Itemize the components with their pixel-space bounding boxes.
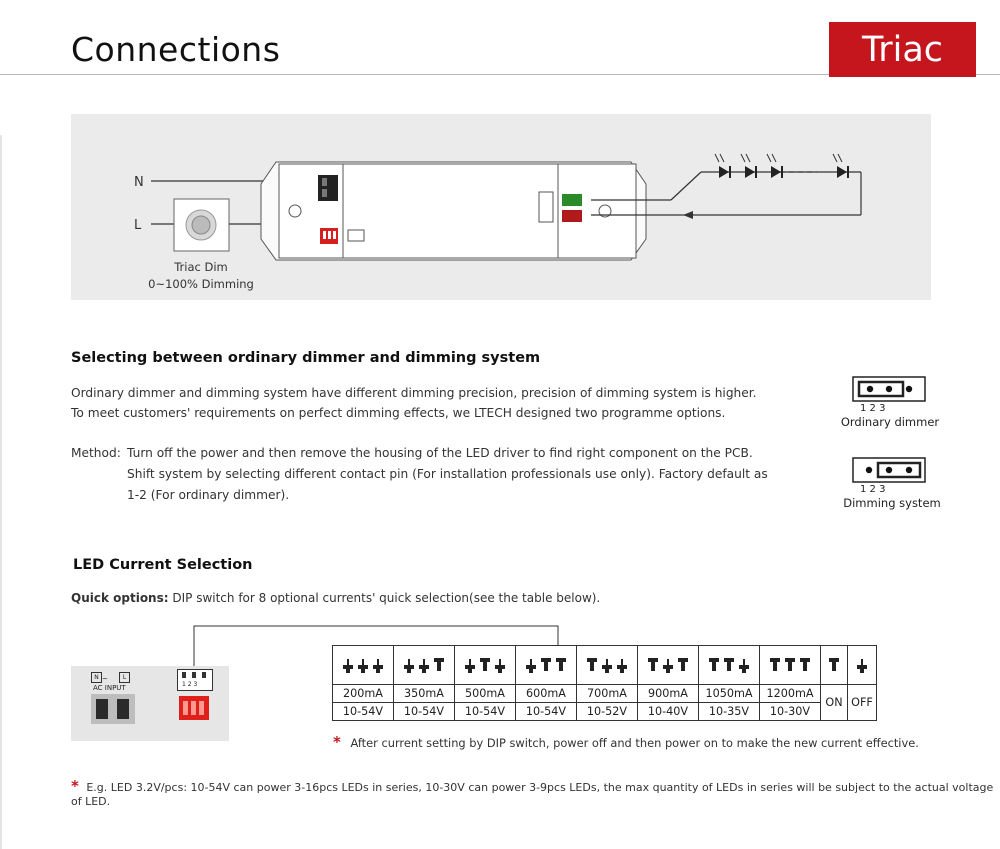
current-value: 1050mA bbox=[698, 684, 760, 703]
method-line-3: 1-2 (For ordinary dimmer). bbox=[127, 488, 290, 502]
panel-terminal-block bbox=[91, 694, 135, 724]
voltage-value: 10-54V bbox=[515, 702, 577, 721]
note-star-icon: * bbox=[333, 733, 341, 751]
dip-setting-cell bbox=[698, 645, 760, 685]
voltage-value: 10-40V bbox=[637, 702, 699, 721]
dip-setting-cell bbox=[515, 645, 577, 685]
dimming-system-label: Dimming system bbox=[843, 496, 941, 510]
dip-pointer-line bbox=[193, 625, 559, 666]
triac-dimmer-icon bbox=[173, 198, 230, 252]
dip-switch-on-driver bbox=[320, 228, 365, 244]
output-arrow-icon bbox=[683, 211, 693, 219]
n-terminal-label: N bbox=[134, 175, 144, 190]
ordinary-dimmer-pin-numbers: 1 2 3 bbox=[860, 403, 886, 414]
after-setting-note: * After current setting by DIP switch, p… bbox=[333, 733, 919, 751]
dip-setting-cell bbox=[393, 645, 455, 685]
voltage-value: 10-35V bbox=[698, 702, 760, 721]
dip-switch-row bbox=[332, 645, 877, 685]
panel-n-marker: N bbox=[91, 672, 102, 683]
dimmer-intro-line-1: Ordinary dimmer and dimming system have … bbox=[71, 386, 757, 400]
on-switch-symbol bbox=[820, 645, 848, 685]
led-string-icon bbox=[719, 166, 849, 178]
led-current-heading: LED Current Selection bbox=[73, 557, 253, 573]
dip-setting-cell bbox=[332, 645, 394, 685]
page-title: Connections bbox=[71, 30, 281, 69]
dimmer-selection-heading: Selecting between ordinary dimmer and di… bbox=[71, 350, 541, 366]
panel-red-dip-switch bbox=[179, 696, 209, 720]
quick-options-label: Quick options: bbox=[71, 591, 169, 605]
quick-options-text: Quick options: DIP switch for 8 optional… bbox=[71, 588, 600, 608]
voltage-value: 10-30V bbox=[759, 702, 821, 721]
dimmer-label: Triac Dim bbox=[173, 260, 228, 274]
example-note-text: E.g. LED 3.2V/pcs: 10-54V can power 3-16… bbox=[71, 781, 994, 808]
dimming-system-pin-numbers: 1 2 3 bbox=[860, 484, 886, 495]
led-light-rays bbox=[714, 153, 843, 163]
page-edge-line bbox=[0, 135, 2, 849]
example-star-icon: * bbox=[71, 777, 79, 795]
driver-panel-illustration: N ~ L AC INPUT 1 2 3 bbox=[71, 666, 229, 741]
panel-l-marker: L bbox=[119, 672, 130, 683]
method-label: Method: bbox=[71, 446, 121, 460]
dip-setting-cell bbox=[637, 645, 699, 685]
current-value: 200mA bbox=[332, 684, 394, 703]
voltage-value: 10-54V bbox=[332, 702, 394, 721]
method-text: Turn off the power and then remove the h… bbox=[127, 443, 787, 505]
current-value: 700mA bbox=[576, 684, 638, 703]
l-terminal-label: L bbox=[134, 218, 142, 233]
input-terminal-block bbox=[318, 175, 338, 201]
method-line-1: Turn off the power and then remove the h… bbox=[127, 446, 753, 460]
dimming-system-jumper-icon bbox=[852, 457, 926, 489]
off-label: OFF bbox=[847, 684, 877, 721]
current-value: 500mA bbox=[454, 684, 516, 703]
wiring-diagram: N L Triac Dim 0~100% Dimming bbox=[71, 114, 931, 300]
output-terminal-block bbox=[538, 191, 582, 223]
method-line-2: Shift system by selecting different cont… bbox=[127, 467, 768, 481]
panel-ac-input-label: AC INPUT bbox=[93, 684, 126, 692]
voltage-value: 10-54V bbox=[454, 702, 516, 721]
quick-options-description: DIP switch for 8 optional currents' quic… bbox=[168, 591, 601, 605]
current-value: 1200mA bbox=[759, 684, 821, 703]
dimming-type-badge: Triac bbox=[829, 22, 976, 77]
panel-dip-numbers: 1 2 3 bbox=[182, 681, 198, 688]
dip-setting-cell bbox=[576, 645, 638, 685]
dimmer-range: 0~100% Dimming bbox=[148, 277, 254, 291]
current-value: 600mA bbox=[515, 684, 577, 703]
title-divider bbox=[0, 74, 1000, 75]
dimmer-intro-text: Ordinary dimmer and dimming system have … bbox=[71, 383, 791, 423]
dip-setting-cell bbox=[759, 645, 821, 685]
dimmer-intro-line-2: To meet customers' requirements on perfe… bbox=[71, 406, 726, 420]
after-setting-note-text: After current setting by DIP switch, pow… bbox=[350, 736, 919, 750]
current-value: 900mA bbox=[637, 684, 699, 703]
panel-dip-outline: 1 2 3 bbox=[177, 669, 213, 691]
current-value: 350mA bbox=[393, 684, 455, 703]
on-label: ON bbox=[820, 684, 848, 721]
ordinary-dimmer-jumper-icon bbox=[852, 376, 926, 408]
off-switch-symbol bbox=[847, 645, 877, 685]
example-note: * E.g. LED 3.2V/pcs: 10-54V can power 3-… bbox=[71, 777, 1000, 808]
panel-tilde: ~ bbox=[102, 675, 108, 683]
voltage-value: 10-52V bbox=[576, 702, 638, 721]
wiring-diagram-svg: N L Triac Dim 0~100% Dimming bbox=[134, 153, 862, 291]
ordinary-dimmer-label: Ordinary dimmer bbox=[840, 415, 940, 429]
dip-setting-cell bbox=[454, 645, 516, 685]
voltage-value: 10-54V bbox=[393, 702, 455, 721]
